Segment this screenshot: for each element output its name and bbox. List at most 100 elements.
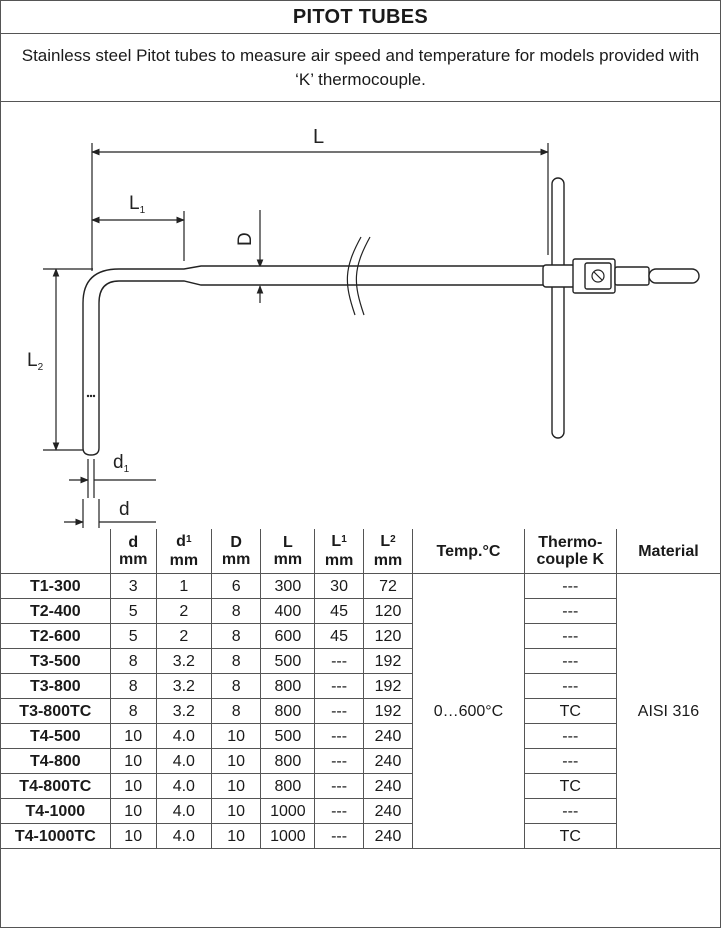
model-cell: T4-1000TC [1, 823, 111, 849]
value-cell: 3.2 [155, 698, 212, 724]
value-cell: --- [314, 648, 364, 674]
value-cell: 10 [109, 823, 157, 849]
value-cell: 10 [210, 773, 262, 799]
value-cell: --- [314, 723, 364, 749]
value-cell: 30 [314, 573, 364, 599]
screw-icon [591, 269, 605, 283]
thermocouple-cell: --- [523, 748, 617, 774]
value-cell: 1000 [260, 798, 316, 824]
value-cell: 8 [210, 698, 262, 724]
break-line-2 [355, 236, 371, 316]
model-cell: T4-800TC [1, 773, 111, 799]
value-cell: 800 [260, 673, 316, 699]
value-cell: 5 [109, 623, 157, 649]
model-cell: T2-600 [1, 623, 111, 649]
thermocouple-cell: TC [523, 773, 617, 799]
handle-block [542, 264, 576, 288]
value-cell: 400 [260, 598, 316, 624]
label-L: L [313, 126, 324, 148]
label-D: D [235, 232, 256, 246]
value-cell: 2 [155, 623, 212, 649]
value-cell: --- [314, 798, 364, 824]
value-cell: 240 [362, 823, 414, 849]
value-cell: 10 [109, 798, 157, 824]
value-cell: 72 [362, 573, 414, 599]
value-cell: 10 [210, 798, 262, 824]
value-cell: --- [314, 823, 364, 849]
model-cell: T1-300 [1, 573, 111, 599]
value-cell: 500 [260, 723, 316, 749]
thermocouple-cell: TC [523, 698, 617, 724]
pitot-tube-drawing: L L1 D L2 d1 d [27, 126, 700, 528]
thermocouple-cell: --- [523, 673, 617, 699]
tube-outline [82, 265, 558, 456]
model-cell: T3-800 [1, 673, 111, 699]
t-handle-bar [551, 177, 565, 439]
connector-pins [614, 266, 650, 286]
description-text: Stainless steel Pitot tubes to measure a… [1, 34, 720, 102]
value-cell: 10 [109, 748, 157, 774]
value-cell: 4.0 [155, 748, 212, 774]
value-cell: 4.0 [155, 773, 212, 799]
value-cell: 500 [260, 648, 316, 674]
value-cell: 120 [362, 598, 414, 624]
thermocouple-cell: TC [523, 823, 617, 849]
value-cell: 800 [260, 748, 316, 774]
thermocouple-cell: --- [523, 723, 617, 749]
value-cell: 3.2 [155, 648, 212, 674]
label-d: d [119, 499, 130, 520]
page-title: PITOT TUBES [1, 1, 720, 34]
material-cell: AISI 316 [615, 573, 720, 849]
value-cell: 1000 [260, 823, 316, 849]
value-cell: 8 [109, 648, 157, 674]
value-cell: 8 [109, 673, 157, 699]
value-cell: 4.0 [155, 823, 212, 849]
value-cell: 10 [210, 748, 262, 774]
value-cell: 6 [210, 573, 262, 599]
value-cell: 45 [314, 623, 364, 649]
value-cell: 3 [109, 573, 157, 599]
value-cell: 45 [314, 598, 364, 624]
value-cell: 240 [362, 723, 414, 749]
value-cell: 4.0 [155, 798, 212, 824]
model-cell: T2-400 [1, 598, 111, 624]
value-cell: 10 [210, 723, 262, 749]
thermocouple-cell: --- [523, 798, 617, 824]
value-cell: --- [314, 698, 364, 724]
column-header: Thermo-couple K [523, 529, 617, 574]
value-cell: 240 [362, 748, 414, 774]
value-cell: 4.0 [155, 723, 212, 749]
value-cell: 10 [109, 773, 157, 799]
model-cell: T3-800TC [1, 698, 111, 724]
value-cell: 8 [109, 698, 157, 724]
label-L2: L2 [27, 350, 44, 373]
value-cell: --- [314, 673, 364, 699]
thermocouple-cell: --- [523, 573, 617, 599]
model-cell: T4-1000 [1, 798, 111, 824]
value-cell: 192 [362, 673, 414, 699]
value-cell: 240 [362, 773, 414, 799]
column-header: Material [615, 529, 720, 574]
column-header: Temp.°C [412, 529, 525, 574]
value-cell: --- [314, 773, 364, 799]
value-cell: 8 [210, 623, 262, 649]
thermocouple-cell: --- [523, 598, 617, 624]
value-cell: 192 [362, 698, 414, 724]
model-cell: T4-800 [1, 748, 111, 774]
value-cell: 192 [362, 648, 414, 674]
